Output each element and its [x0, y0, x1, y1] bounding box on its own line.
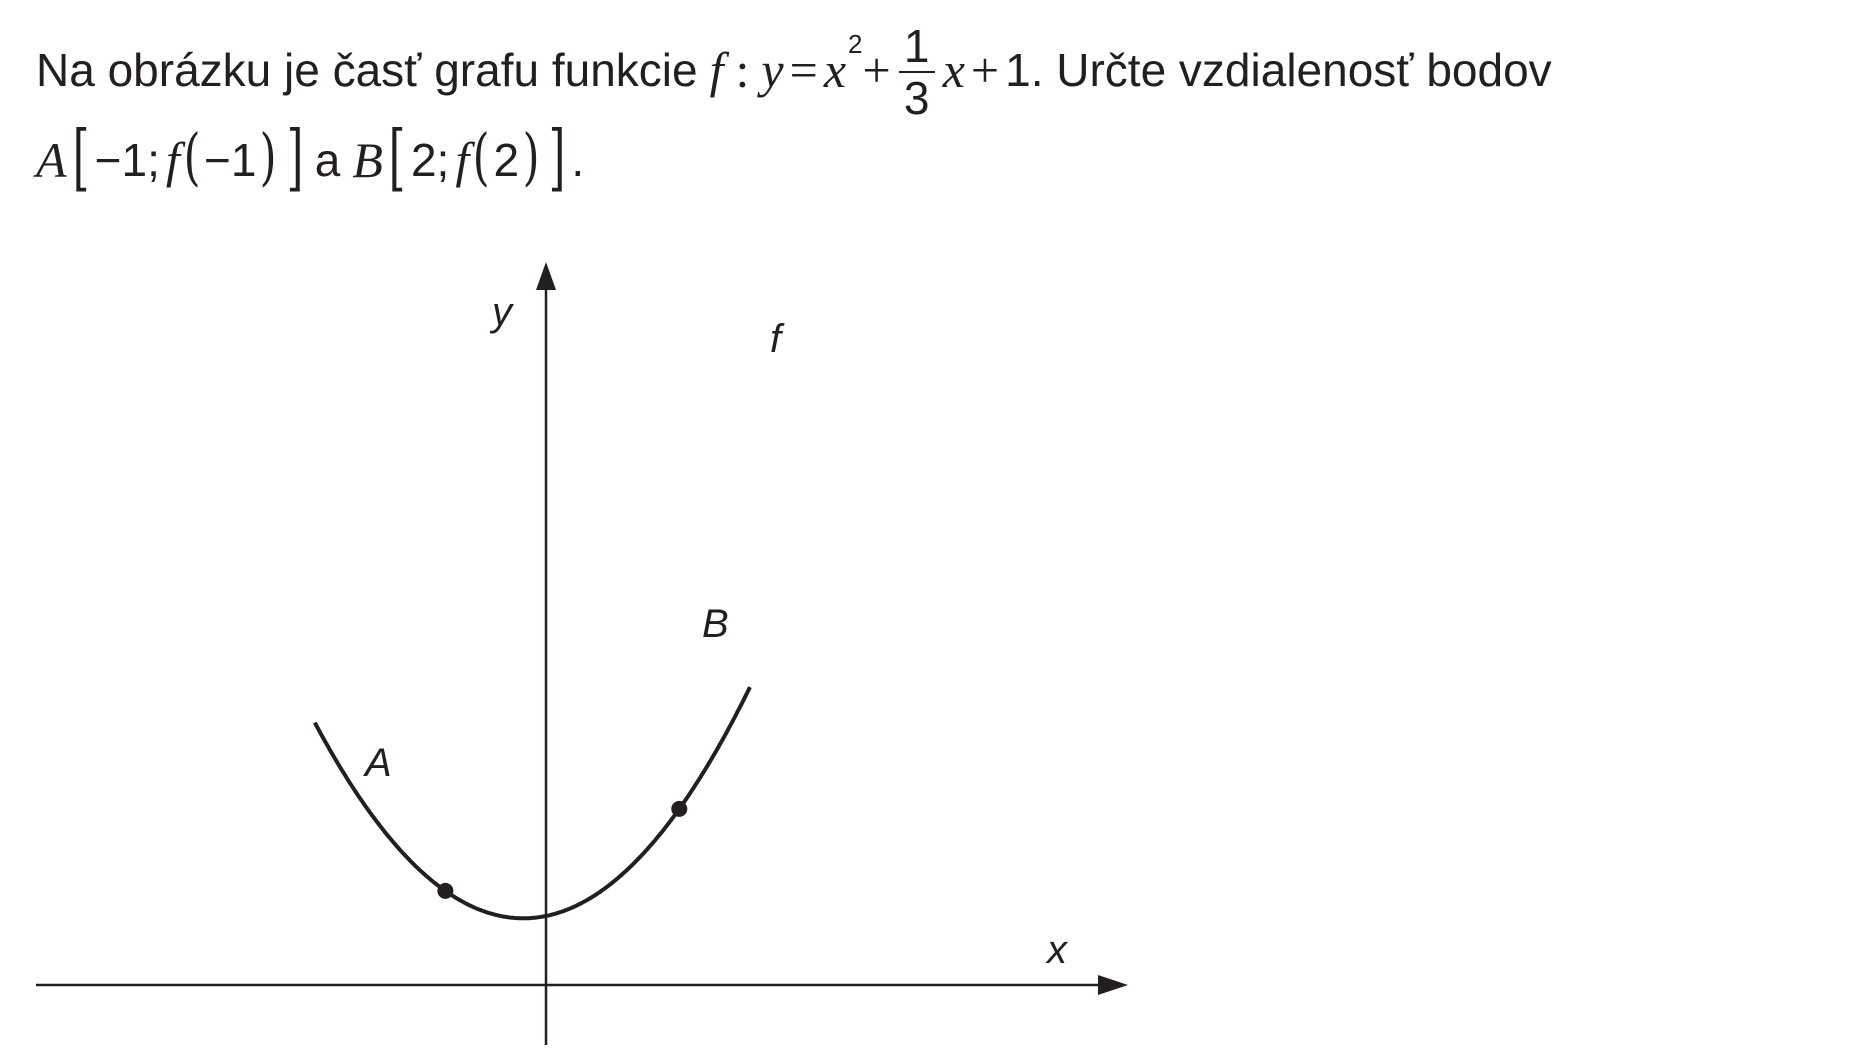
point-a-function: f	[165, 132, 180, 188]
point-b-argument: 2	[493, 134, 520, 186]
x-variable-linear: x	[942, 42, 965, 98]
paren-close-a: )	[260, 120, 278, 193]
colon-sign: :	[735, 42, 750, 98]
point-b-x: 2;	[410, 134, 450, 186]
y-axis-label: y	[489, 290, 515, 334]
plus-sign-2: +	[970, 42, 1000, 98]
problem-intro-text: Na obrázku je časť grafu funkcie	[36, 44, 698, 96]
function-curve	[313, 686, 752, 921]
function-name: f	[709, 42, 724, 98]
bracket-open-b: [	[388, 115, 406, 199]
paren-open-b: (	[472, 120, 490, 193]
problem-line-2: A [ −1; f ( −1 ) ] a B [ 2; f ( 2 ) ] .	[36, 120, 1836, 200]
bracket-open-a: [	[72, 115, 90, 199]
point-a-name: A	[36, 132, 67, 188]
fraction-denominator: 3	[903, 72, 930, 124]
point-a-x: −1;	[94, 134, 160, 186]
problem-line-1: Na obrázku je časť grafu funkcie f : y =…	[36, 20, 1836, 124]
fraction-numerator: 1	[903, 20, 930, 72]
point-b-marker	[671, 800, 688, 817]
final-period: .	[571, 134, 585, 186]
paren-open-a: (	[183, 120, 201, 193]
y-axis-arrow	[536, 262, 556, 290]
exponent: 2	[848, 29, 863, 59]
x-axis-label: x	[1045, 928, 1069, 972]
point-b-label: B	[702, 602, 729, 646]
plus-sign: +	[862, 42, 891, 98]
bracket-close-a: ]	[286, 115, 304, 199]
point-a-label: A	[363, 741, 392, 785]
function-label: f	[770, 317, 785, 361]
problem-statement: Na obrázku je časť grafu funkcie f : y =…	[36, 20, 1836, 200]
point-b-function: f	[455, 132, 470, 188]
bracket-close-b: ]	[548, 115, 566, 199]
x-variable: x	[823, 42, 847, 98]
y-variable: y	[761, 42, 784, 98]
point-a-marker	[437, 882, 454, 899]
fraction: 1 3	[898, 20, 935, 124]
point-b-name: B	[352, 132, 383, 188]
paren-close-b: )	[522, 120, 540, 193]
conjunction: a	[314, 134, 341, 186]
constant-one: 1	[1005, 44, 1031, 96]
problem-tail-text: . Určte vzdialenosť bodov	[1030, 44, 1552, 96]
x-axis-arrow	[1098, 975, 1128, 995]
point-a-argument: −1	[203, 134, 257, 186]
fraction-bar	[898, 71, 935, 73]
equals-sign: =	[789, 42, 818, 98]
